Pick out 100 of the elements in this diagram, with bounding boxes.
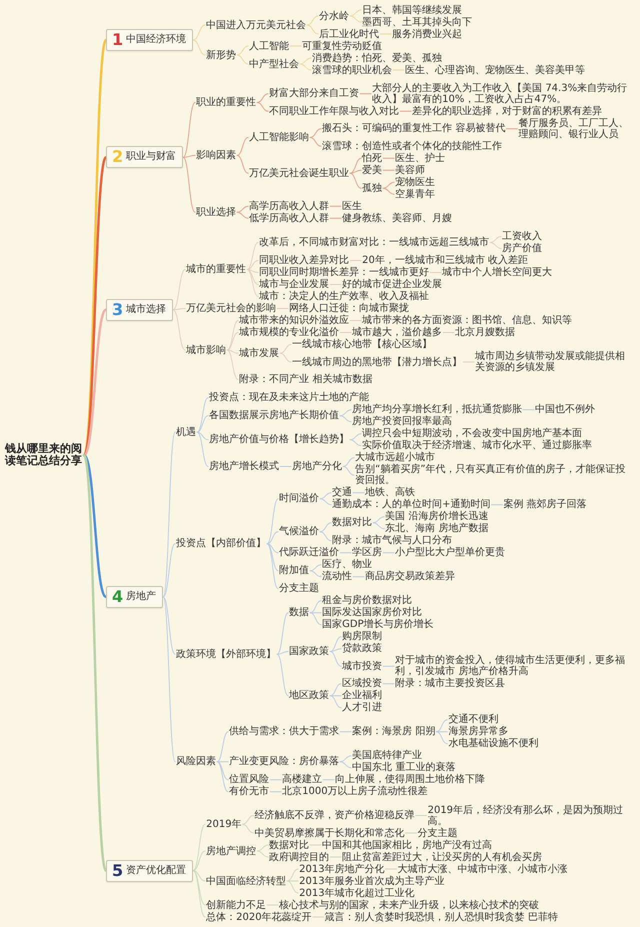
branch-line — [310, 570, 322, 578]
branch-line — [242, 824, 254, 834]
topic-label: 宠物医生 — [394, 176, 436, 188]
branch-line — [340, 552, 352, 554]
branch-line — [266, 543, 279, 590]
branch-line — [382, 683, 395, 684]
branch-line — [382, 188, 395, 195]
topic-label: 2019年后，经济没有那么坏，是因为预期过高。 — [426, 804, 636, 826]
topic-label: 产业变更风险：房价暴落 — [228, 756, 340, 768]
branch-line — [310, 612, 322, 614]
topic-label: 日本、韩国等继续发展 — [361, 4, 464, 16]
branch-line — [430, 272, 442, 273]
branch-line — [490, 242, 502, 249]
topic-label: 城市与企业发展 — [258, 279, 330, 290]
branch-line — [340, 409, 352, 416]
topic-label: 北京1000万以上房子流动性很差 — [281, 786, 429, 798]
topic-label: 中国东北 重工业的衰落 — [351, 762, 456, 774]
topic-label: 房产价值 — [501, 243, 544, 254]
topic-label: 告别“躺着买房”年代，只有买真正有价值的房子，才能保证投资回报。 — [354, 464, 636, 486]
topic-label: 政府调控目的 — [268, 852, 330, 862]
branch-line — [192, 824, 206, 872]
branch-line — [196, 415, 209, 433]
branch-line — [320, 531, 332, 542]
branch-line — [256, 850, 269, 858]
branch-line — [320, 498, 332, 506]
branch-line — [286, 868, 299, 882]
topic-label: 美国底特律产业 — [351, 750, 424, 762]
branch-line — [236, 54, 249, 64]
topic-label: 风险因素 — [175, 756, 218, 768]
topic-label: 创新能力不足 — [205, 900, 268, 910]
topic-label: 好的城市促进企业发展 — [341, 279, 444, 290]
topic-label: 附录：城市主要投资区县 — [394, 678, 506, 690]
branch-line — [306, 16, 319, 26]
branch-line — [372, 516, 385, 524]
topic-label: 学区房 — [351, 547, 384, 558]
topic-label: 滚雪球：创造性或者个体化的技能性工作 — [321, 140, 504, 152]
topic-number: 2 — [112, 149, 124, 166]
topic-label: 流动性 — [321, 571, 354, 582]
branch-line — [385, 868, 398, 870]
topic-label: 网络人口迁徙：向城市聚拢 — [288, 303, 410, 314]
topic-label: 城市周边乡镇带动发展或能提供相关资源的乡镇发展 — [474, 351, 636, 373]
branch-line — [162, 432, 176, 598]
topic-number: 3 — [112, 302, 124, 318]
branch-line — [300, 64, 312, 70]
branch-line — [405, 832, 418, 834]
branch-line — [182, 102, 196, 158]
topic-label: 气候溢价 — [278, 526, 320, 538]
branch-line — [270, 779, 282, 780]
branch-line — [350, 439, 362, 446]
topic-label: 中国和其他国家相比，房地产没有过高 — [321, 840, 494, 850]
topic-label: 美国 沿海房价增长迅速 — [384, 511, 490, 522]
branch-line — [350, 170, 362, 174]
branch-line — [246, 269, 259, 285]
topic-label: 通勤成本：人的单位时间+通勤时间 — [331, 499, 492, 510]
topic-label: 人工智能影响 — [248, 132, 310, 143]
branch-line — [340, 761, 352, 768]
branch-line — [350, 433, 362, 440]
branch-line — [182, 154, 196, 158]
topic-label: 分支主题 — [278, 583, 320, 594]
branch-line — [196, 397, 209, 433]
branch-line — [382, 666, 395, 667]
branch-line — [192, 850, 206, 872]
branch-line — [310, 137, 322, 147]
topic-label: 有价无市 — [228, 786, 270, 798]
branch-line — [506, 128, 518, 130]
topic-label: 2013年服务业首次成为主导产业 — [298, 876, 446, 886]
topic-label: 同职业收入差异对比 — [258, 255, 350, 266]
branch-line — [522, 409, 535, 410]
topic-label: 房地产增长模式 — [208, 461, 280, 472]
branch-line — [216, 761, 229, 762]
topic-label: 职业与财富 — [126, 151, 176, 164]
branch-line — [352, 576, 365, 578]
branch-line — [490, 236, 502, 243]
topic-label: 地区政策 — [288, 690, 330, 702]
branch-line — [330, 695, 342, 708]
topic-label: 城市投资 — [341, 660, 384, 672]
topic-label: 中国也不例外 — [534, 404, 596, 416]
branch-line — [266, 543, 279, 572]
topic-label: 同职业同时期增长差异：一线城市更好 — [258, 267, 430, 278]
topic-label: 小户型比大户型单价更贵 — [394, 547, 506, 558]
topic-label: 案例 燕郊房子回落 — [502, 499, 588, 510]
branch-line — [226, 350, 239, 380]
topic-label: 贷款政策 — [341, 643, 384, 654]
branch-line — [306, 24, 319, 34]
topic-label: 区域投资 — [341, 678, 384, 690]
topic-number: 4 — [112, 588, 124, 605]
topic-label: 影响因素 — [195, 150, 238, 161]
topic-label: 国际发达国家房价对比 — [321, 607, 424, 618]
topic-label: 政策环境【外部环境】 — [175, 648, 278, 660]
topic-label: 国家GDP增长与房价增长 — [321, 619, 435, 630]
topic-label: 各国数据展示房地产长期价值 — [208, 410, 340, 422]
branch-line — [256, 102, 269, 112]
topic-label: 职业选择 — [195, 206, 238, 218]
branch-line — [216, 761, 229, 792]
branch-line — [172, 308, 186, 310]
branch-line — [192, 870, 206, 882]
branch-line — [276, 308, 289, 309]
topic-label: 不同职业工作年限与收入对比 — [268, 106, 400, 117]
topic-label: 附加值 — [278, 565, 310, 576]
branch-line — [162, 543, 176, 598]
